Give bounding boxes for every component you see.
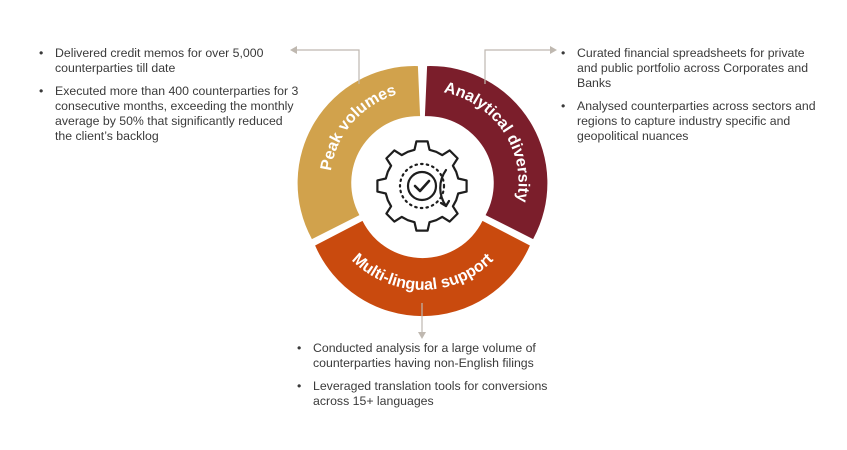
list-item: Conducted analysis for a large volume of…	[296, 341, 586, 371]
list-item: Curated financial spreadsheets for priva…	[560, 46, 822, 91]
segment-peak-volumes	[297, 66, 421, 240]
list-item: Executed more than 400 counterparties fo…	[38, 84, 300, 144]
panel-analytical-diversity: Curated financial spreadsheets for priva…	[560, 46, 822, 152]
segment-multi-lingual-support	[315, 220, 530, 317]
bullet-list: Curated financial spreadsheets for priva…	[560, 46, 822, 144]
panel-peak-volumes: Delivered credit memos for over 5,000 co…	[38, 46, 300, 152]
list-item: Analysed counterparties across sectors a…	[560, 99, 822, 144]
segment-analytical-diversity	[424, 66, 548, 240]
panel-multi-lingual-support: Conducted analysis for a large volume of…	[296, 341, 586, 417]
gear-check-icon	[376, 140, 468, 232]
bullet-list: Delivered credit memos for over 5,000 co…	[38, 46, 300, 144]
list-item: Delivered credit memos for over 5,000 co…	[38, 46, 300, 76]
connector-right	[484, 46, 557, 84]
list-item: Leveraged translation tools for conversi…	[296, 379, 586, 409]
connector-left	[290, 46, 360, 84]
bullet-list: Conducted analysis for a large volume of…	[296, 341, 586, 409]
connector-bottom	[418, 303, 426, 339]
